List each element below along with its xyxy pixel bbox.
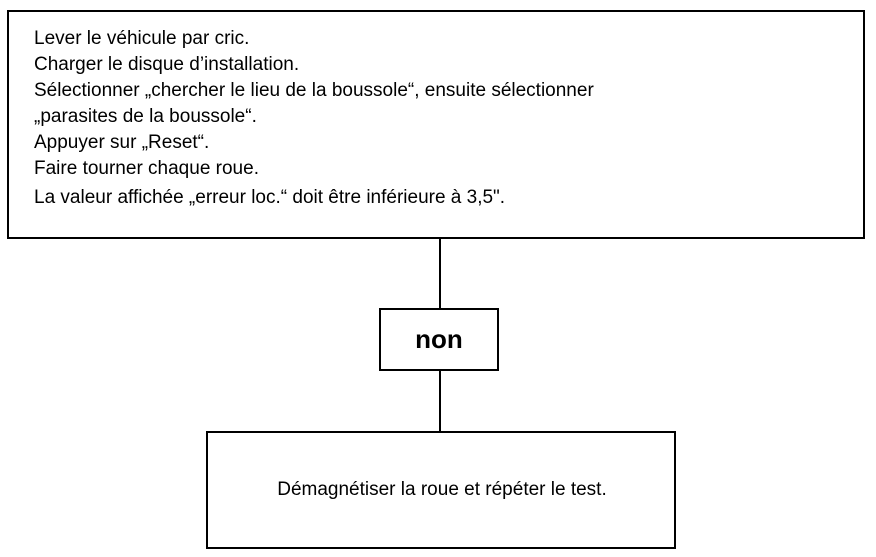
action-box: Démagnétiser la roue et répéter le test.	[206, 431, 676, 549]
instruction-line-7: La valeur affichée „erreur loc.“ doit êt…	[34, 187, 506, 208]
instruction-line-2: Charger le disque d’installation.	[34, 54, 300, 75]
instruction-line-5: Appuyer sur „Reset“.	[34, 132, 210, 153]
instructions-box: Lever le véhicule par cric. Charger le d…	[7, 10, 865, 239]
instruction-line-4: „parasites de la boussole“.	[34, 106, 257, 127]
instruction-line-6: Faire tourner chaque roue.	[34, 158, 259, 179]
instruction-line-1: Lever le véhicule par cric.	[34, 28, 250, 49]
decision-box: non	[379, 308, 499, 371]
connector-line-bottom	[439, 371, 441, 432]
action-text: Démagnétiser la roue et répéter le test.	[277, 479, 607, 500]
decision-label: non	[415, 324, 463, 354]
instruction-line-3: Sélectionner „chercher le lieu de la bou…	[34, 80, 594, 101]
connector-line-top	[439, 239, 441, 309]
